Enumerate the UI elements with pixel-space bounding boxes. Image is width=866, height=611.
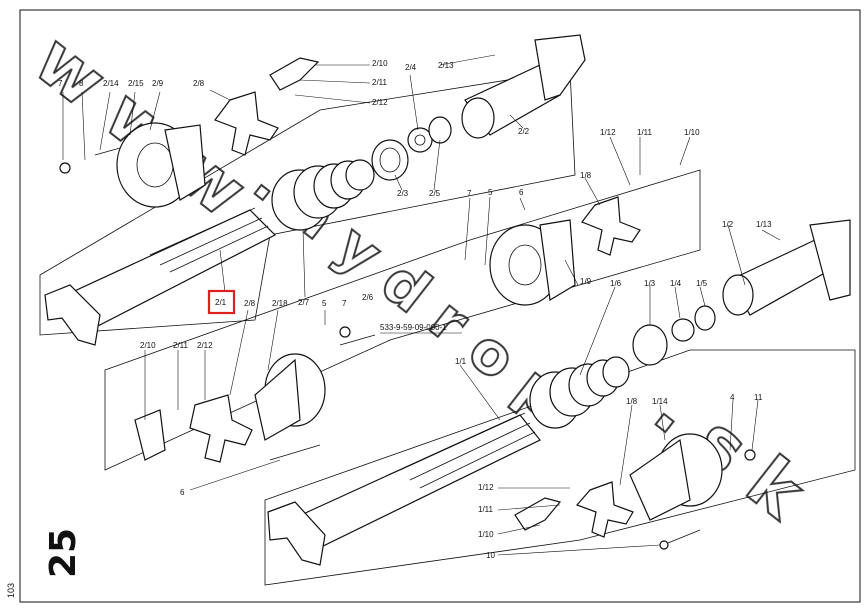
label-1-10: 1/10 xyxy=(684,128,700,137)
label-2-18: 2/18 xyxy=(272,299,288,308)
lower-labels: 1/12 1/11 1/10 1/8 7 5 6 1/9 1/2 1/13 1/… xyxy=(455,128,772,560)
label-1-2: 1/2 xyxy=(722,220,734,229)
label-1-3: 1/3 xyxy=(644,279,656,288)
label-2-4: 2/4 xyxy=(405,63,417,72)
label-2-7: 2/7 xyxy=(298,298,310,307)
label-2-9: 2/9 xyxy=(152,79,164,88)
sheet-number: 103 xyxy=(6,583,16,598)
label-5: 5 xyxy=(322,299,327,308)
label-6-lower: 6 xyxy=(180,488,185,497)
label-11: 11 xyxy=(754,393,763,402)
label-2-1-highlighted: 2/1 xyxy=(215,298,227,307)
upper-labels: 7 8 2/14 2/15 2/9 2/8 2/10 2/11 2/12 2/4… xyxy=(58,59,530,497)
page-border xyxy=(19,9,861,603)
label-7: 7 xyxy=(58,79,63,88)
label-1-8: 1/8 xyxy=(580,171,592,180)
label-2-8: 2/8 xyxy=(193,79,205,88)
label-4: 4 xyxy=(730,393,735,402)
label-8: 8 xyxy=(79,79,84,88)
label-2-15: 2/15 xyxy=(128,79,144,88)
label-2-13: 2/13 xyxy=(438,61,454,70)
label-1-1: 1/1 xyxy=(455,357,467,366)
label-6: 6 xyxy=(519,188,524,197)
leader-lines xyxy=(62,54,781,556)
label-1-5: 1/5 xyxy=(696,279,708,288)
label-1-13: 1/13 xyxy=(756,220,772,229)
label-7-lower: 7 xyxy=(467,189,472,198)
lower-group-frame xyxy=(264,349,856,586)
upper-shaft-assembly xyxy=(44,34,586,346)
mid-left-assembly xyxy=(134,326,376,463)
mid-group-frame xyxy=(104,169,701,471)
label-5-lower: 5 xyxy=(488,188,493,197)
highlight-box[interactable] xyxy=(207,289,236,315)
reference-code: 533-9-59-09-000-1 xyxy=(380,323,447,332)
label-2-8-lower: 2/8 xyxy=(244,299,256,308)
label-7-mid: 7 xyxy=(342,299,347,308)
label-2-12: 2/12 xyxy=(372,98,388,107)
label-2-6: 2/6 xyxy=(362,293,374,302)
label-1-14: 1/14 xyxy=(652,397,668,406)
label-1-6: 1/6 xyxy=(610,279,622,288)
label-2-11: 2/11 xyxy=(372,78,388,87)
label-1-11-lower: 1/11 xyxy=(478,505,494,514)
label-1-8-lower: 1/8 xyxy=(626,397,638,406)
label-2-5: 2/5 xyxy=(429,189,441,198)
label-1-12-lower: 1/12 xyxy=(478,483,494,492)
label-2-10-lower: 2/10 xyxy=(140,341,156,350)
label-10: 10 xyxy=(486,551,495,560)
label-2-10: 2/10 xyxy=(372,59,388,68)
label-2-2: 2/2 xyxy=(518,127,530,136)
label-1-4: 1/4 xyxy=(670,279,682,288)
label-1-11: 1/11 xyxy=(637,128,653,137)
label-2-11-lower: 2/11 xyxy=(173,341,189,350)
label-1-12: 1/12 xyxy=(600,128,616,137)
label-2-12-lower: 2/12 xyxy=(197,341,213,350)
label-2-3: 2/3 xyxy=(397,189,409,198)
lower-shaft-assembly xyxy=(267,196,851,566)
label-1-9: 1/9 xyxy=(580,277,592,286)
page-number: 25 xyxy=(43,528,84,578)
label-1-10-lower: 1/10 xyxy=(478,530,494,539)
label-2-14: 2/14 xyxy=(103,79,119,88)
